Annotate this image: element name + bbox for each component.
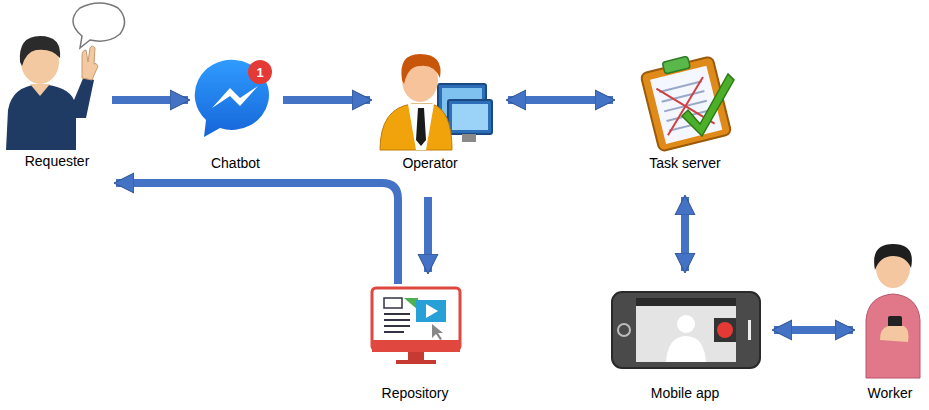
requester-figure <box>6 3 125 150</box>
node-label: Requester <box>2 153 112 169</box>
repository-monitor <box>372 288 460 364</box>
node-label: Chatbot <box>188 155 283 171</box>
operator-figure <box>380 54 492 150</box>
requester-node: Requester <box>2 5 112 187</box>
node-label: Mobile app <box>610 385 760 401</box>
node-label: Worker <box>855 385 925 401</box>
task-server-node: Task server <box>625 40 745 175</box>
flow-arrow <box>424 197 432 272</box>
node-label: Repository <box>360 385 470 401</box>
task-clipboard <box>639 50 734 151</box>
worker-node: Worker <box>855 236 925 405</box>
flow-arrow <box>116 183 398 284</box>
flow-arrow <box>681 197 689 271</box>
notification-count: 1 <box>256 65 263 80</box>
repository-node: Repository <box>360 280 470 405</box>
operator-node: Operator <box>370 40 490 175</box>
flow-arrow <box>508 96 613 104</box>
node-label: Task server <box>625 155 745 171</box>
flow-arrow <box>283 96 370 104</box>
mobile-app-node: Mobile app <box>610 285 760 405</box>
flow-arrow <box>112 96 188 104</box>
flow-arrow <box>774 326 853 334</box>
node-label: Operator <box>370 155 490 171</box>
mobile-phone <box>612 292 760 368</box>
chatbot-icon <box>195 60 272 137</box>
worker-figure <box>866 244 920 378</box>
chatbot-node: Chatbot <box>188 40 283 175</box>
